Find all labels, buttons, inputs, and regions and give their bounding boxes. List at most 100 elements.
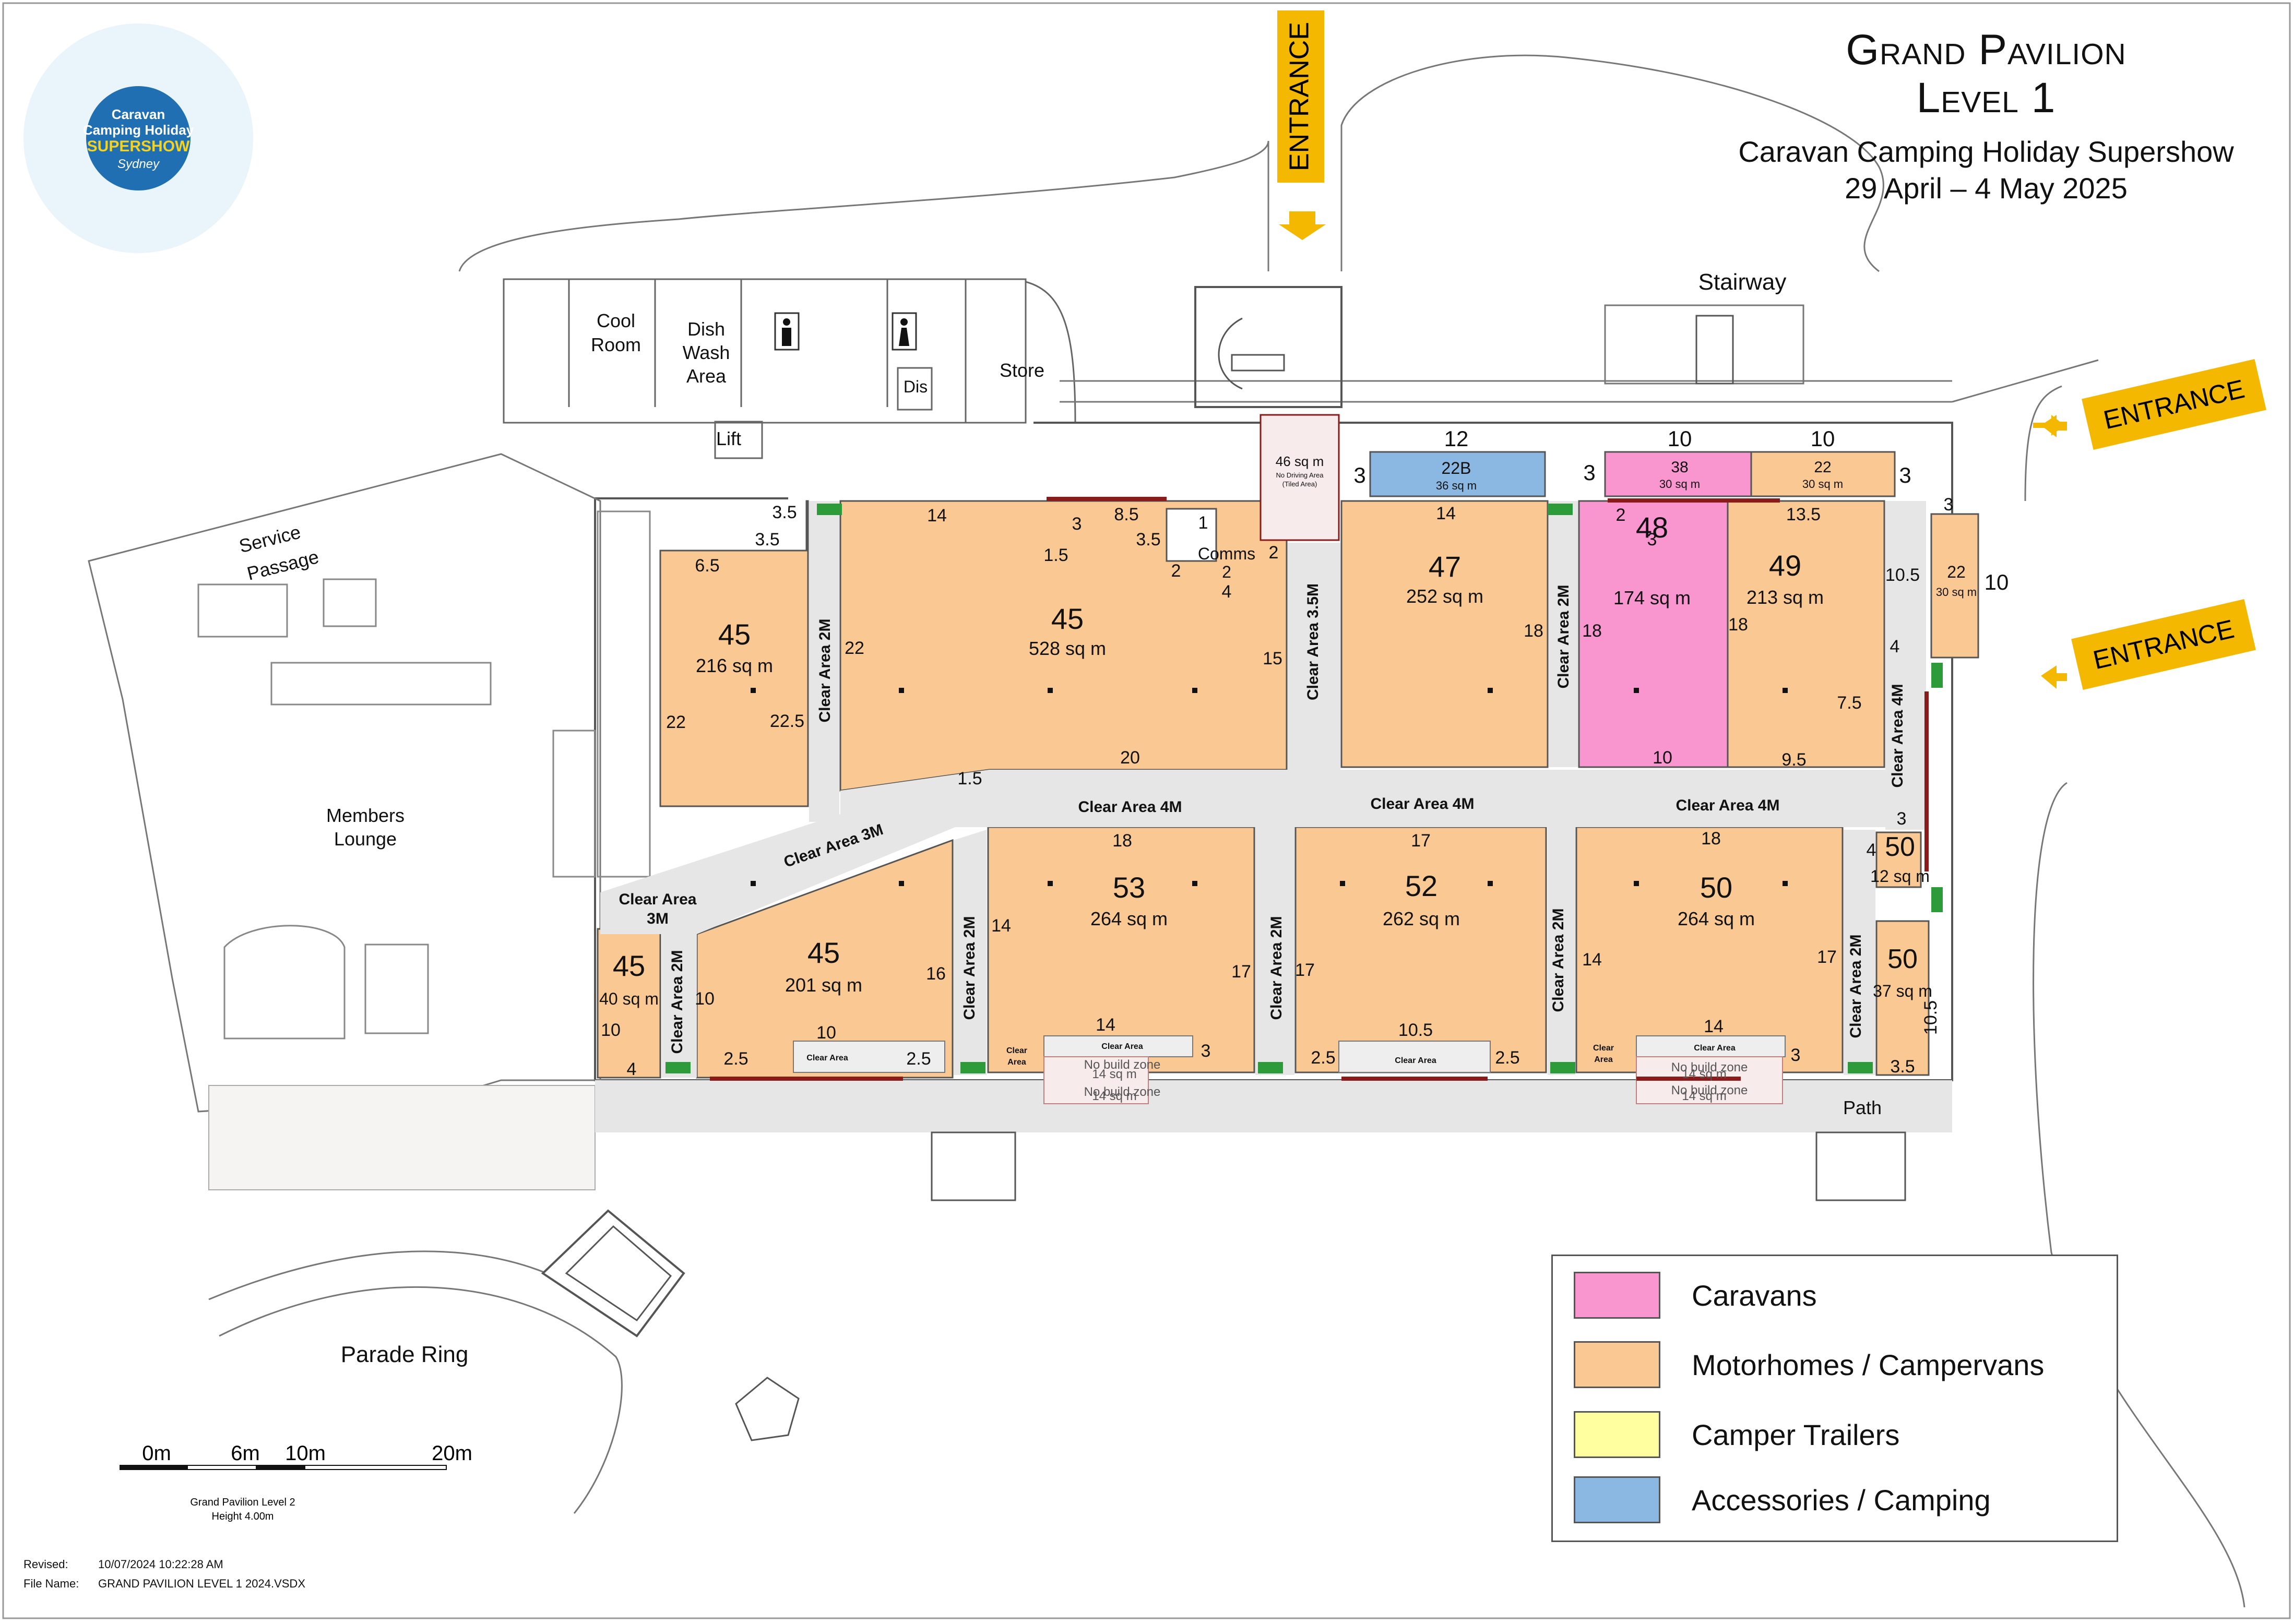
exit-sign [960,1062,985,1073]
clear-area-label: Clear Area 4M [1889,684,1906,788]
legend-item-camper-trailers: Camper Trailers [1574,1411,1899,1458]
site-22-top[interactable] [1750,451,1896,497]
svg-text:Clear: Clear [1593,1044,1614,1053]
site-area: 40 sq m [599,989,659,1008]
svg-text:1: 1 [1198,513,1208,533]
svg-text:20: 20 [1120,748,1140,768]
site-number: 45 [807,936,840,969]
event-name: Caravan Camping Holiday Supershow [1738,135,2234,168]
site-area: 12 sq m [1870,867,1930,886]
site-50-12[interactable] [1875,831,1922,888]
entrance-top-label: ENTRANCE [1285,22,1315,171]
svg-text:2.5: 2.5 [1311,1048,1335,1068]
arrow-down-icon [1279,211,1326,240]
svg-text:Area: Area [1007,1058,1026,1067]
svg-text:10: 10 [601,1020,621,1040]
svg-text:10m: 10m [285,1442,326,1465]
svg-text:3: 3 [1791,1045,1801,1065]
svg-text:No build zone: No build zone [1671,1060,1748,1074]
svg-text:0m: 0m [142,1442,171,1465]
site-area: 528 sq m [1029,638,1106,659]
svg-text:Clear: Clear [1006,1046,1027,1055]
svg-text:3: 3 [1201,1041,1211,1061]
site-number: 38 [1671,459,1688,476]
svg-text:14 sq m: 14 sq m [1682,1089,1726,1103]
site-45-216[interactable] [659,500,809,807]
site-49[interactable] [1727,500,1885,768]
svg-text:14 sq m: 14 sq m [1092,1089,1136,1103]
svg-text:4: 4 [1222,582,1232,602]
legend-swatch [1574,1341,1660,1388]
cool-room-label: Cool [597,310,635,331]
roller-door-3 [1924,691,1929,871]
svg-text:18: 18 [1524,621,1543,641]
event-dates: 29 April – 4 May 2025 [1845,172,2128,205]
svg-text:2: 2 [1222,563,1231,581]
site-area: 36 sq m [1436,479,1477,492]
path-label: Path [1843,1097,1882,1118]
svg-text:3: 3 [1944,495,1954,515]
entrance-top[interactable] [1277,10,1324,183]
site-52[interactable] [1294,826,1547,1073]
svg-text:10: 10 [816,1023,836,1043]
revised-value: 10/07/2024 10:22:28 AM [98,1558,223,1571]
svg-text:Clear Area: Clear Area [1694,1044,1736,1053]
site-area: 201 sq m [785,974,862,996]
svg-text:18: 18 [1112,831,1132,851]
svg-text:14: 14 [1704,1017,1724,1036]
legend-item-accessories: Accessories / Camping [1574,1476,1991,1523]
entrance-right-lower[interactable] [2071,599,2256,690]
legend-swatch [1574,1411,1660,1458]
entrance-right-upper[interactable] [2082,359,2266,450]
stairway [1604,304,1804,385]
svg-text:2: 2 [1616,505,1626,525]
scale-bar: 0m 6m 10m 20m Grand Pavilion Level 2 Hei… [120,1442,472,1522]
no-driving-label: 46 sq m [1276,453,1324,469]
site-45-40[interactable] [597,928,661,1079]
dimension-labels: 3.5 3.5 6.5 22 22.5 14 8.5 3 1.5 3.5 2 2… [601,460,1953,1079]
svg-text:22.5: 22.5 [770,711,804,731]
svg-text:9.5: 9.5 [1781,750,1806,770]
title-block: Grand Pavilion Level 1 Caravan Camping H… [1722,26,2250,207]
site-22b[interactable] [1369,451,1546,497]
site-number: 50 [1700,871,1732,904]
clear-area-label: Clear Area 2M [1550,909,1567,1012]
clear-area-label: Clear Area 2M [1268,916,1285,1020]
svg-text:17: 17 [1295,960,1315,980]
site-38[interactable] [1604,451,1752,497]
svg-text:4: 4 [627,1059,637,1079]
svg-text:Area: Area [1594,1055,1613,1064]
svg-text:2: 2 [1269,543,1279,563]
site-47[interactable] [1340,500,1549,768]
svg-text:14: 14 [927,506,947,526]
svg-text:Room: Room [591,334,641,355]
svg-text:14: 14 [1436,504,1456,523]
dish-wash-label: Dish [687,318,725,340]
clear-area-label: Clear Area 2M [961,916,978,1020]
site-number: 22B [1442,459,1471,477]
svg-text:Area: Area [686,365,727,387]
outline-east [2024,385,2246,1608]
top-stairwell [1194,286,1342,408]
legend-item-caravans: Caravans [1574,1272,1817,1319]
clear-band-4m-east [1885,501,1926,830]
clear-band-3-5m [1288,543,1340,770]
site-50-264[interactable] [1575,826,1844,1073]
svg-text:7.5: 7.5 [1837,693,1861,713]
svg-text:10.5: 10.5 [1398,1020,1433,1040]
site-number: 52 [1405,869,1437,902]
site-50-37[interactable] [1875,920,1930,1076]
svg-text:No build zone: No build zone [1084,1085,1161,1099]
site-area: 216 sq m [696,655,773,676]
svg-text:3: 3 [1899,463,1911,487]
svg-text:No build zone: No build zone [1084,1058,1161,1072]
store-label: Store [1000,360,1044,381]
svg-text:No Driving Area: No Driving Area [1276,471,1324,479]
svg-text:Lounge: Lounge [334,828,397,850]
site-number: 50 [1887,944,1918,974]
exit-sign [1548,504,1573,515]
site-22-side[interactable] [1930,513,1979,659]
svg-text:Caravan: Caravan [112,106,165,122]
dis-label: Dis [904,377,928,396]
exit-sign [666,1062,691,1073]
